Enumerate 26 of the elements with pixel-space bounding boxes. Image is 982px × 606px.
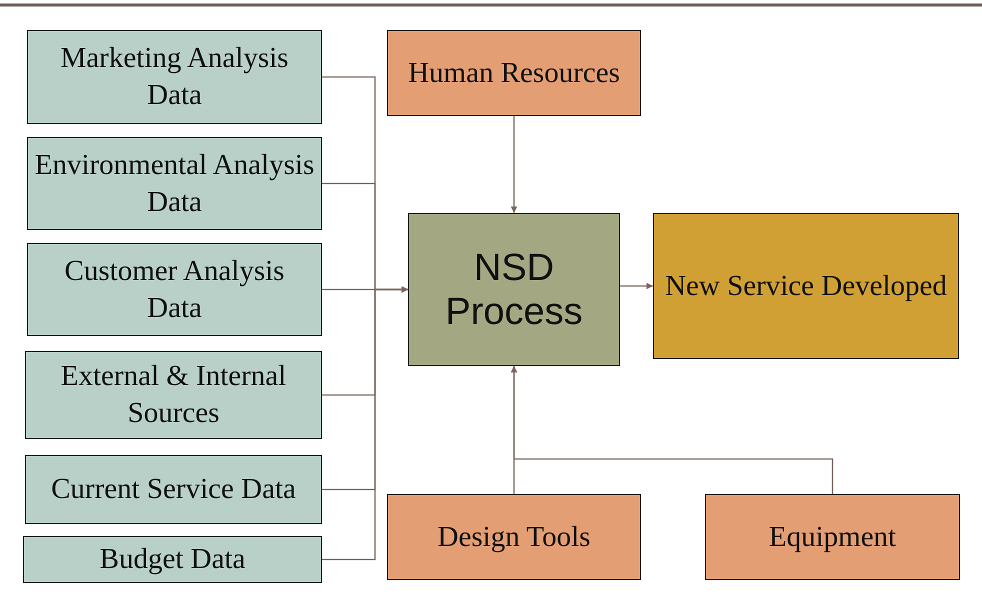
box-label: Customer Analysis Data bbox=[64, 254, 286, 326]
process-box bbox=[27, 30, 322, 124]
box-label: Environmental Analysis Data bbox=[34, 148, 316, 220]
box-label: Current Service Data bbox=[50, 472, 297, 507]
process-box bbox=[23, 536, 322, 583]
arrow bbox=[322, 286, 408, 560]
box-label: External & Internal Sources bbox=[60, 359, 288, 431]
arrow bbox=[620, 282, 653, 290]
process-box bbox=[27, 243, 322, 336]
process-box bbox=[387, 30, 641, 116]
box-label: New Service Developed bbox=[664, 268, 948, 304]
box-label: Budget Data bbox=[98, 542, 246, 577]
box-label: Equipment bbox=[768, 520, 898, 554]
arrow bbox=[510, 366, 834, 494]
process-box bbox=[408, 213, 620, 366]
process-box bbox=[653, 213, 959, 359]
box-label: NSD Process bbox=[444, 246, 584, 334]
arrow bbox=[510, 116, 518, 213]
process-box bbox=[27, 137, 322, 230]
box-label: Marketing Analysis Data bbox=[60, 41, 290, 113]
process-box bbox=[25, 351, 322, 439]
process-box bbox=[705, 494, 960, 580]
process-box bbox=[387, 494, 641, 580]
box-label: Human Resources bbox=[407, 56, 621, 90]
box-label: Design Tools bbox=[436, 520, 592, 554]
process-box bbox=[25, 455, 322, 524]
